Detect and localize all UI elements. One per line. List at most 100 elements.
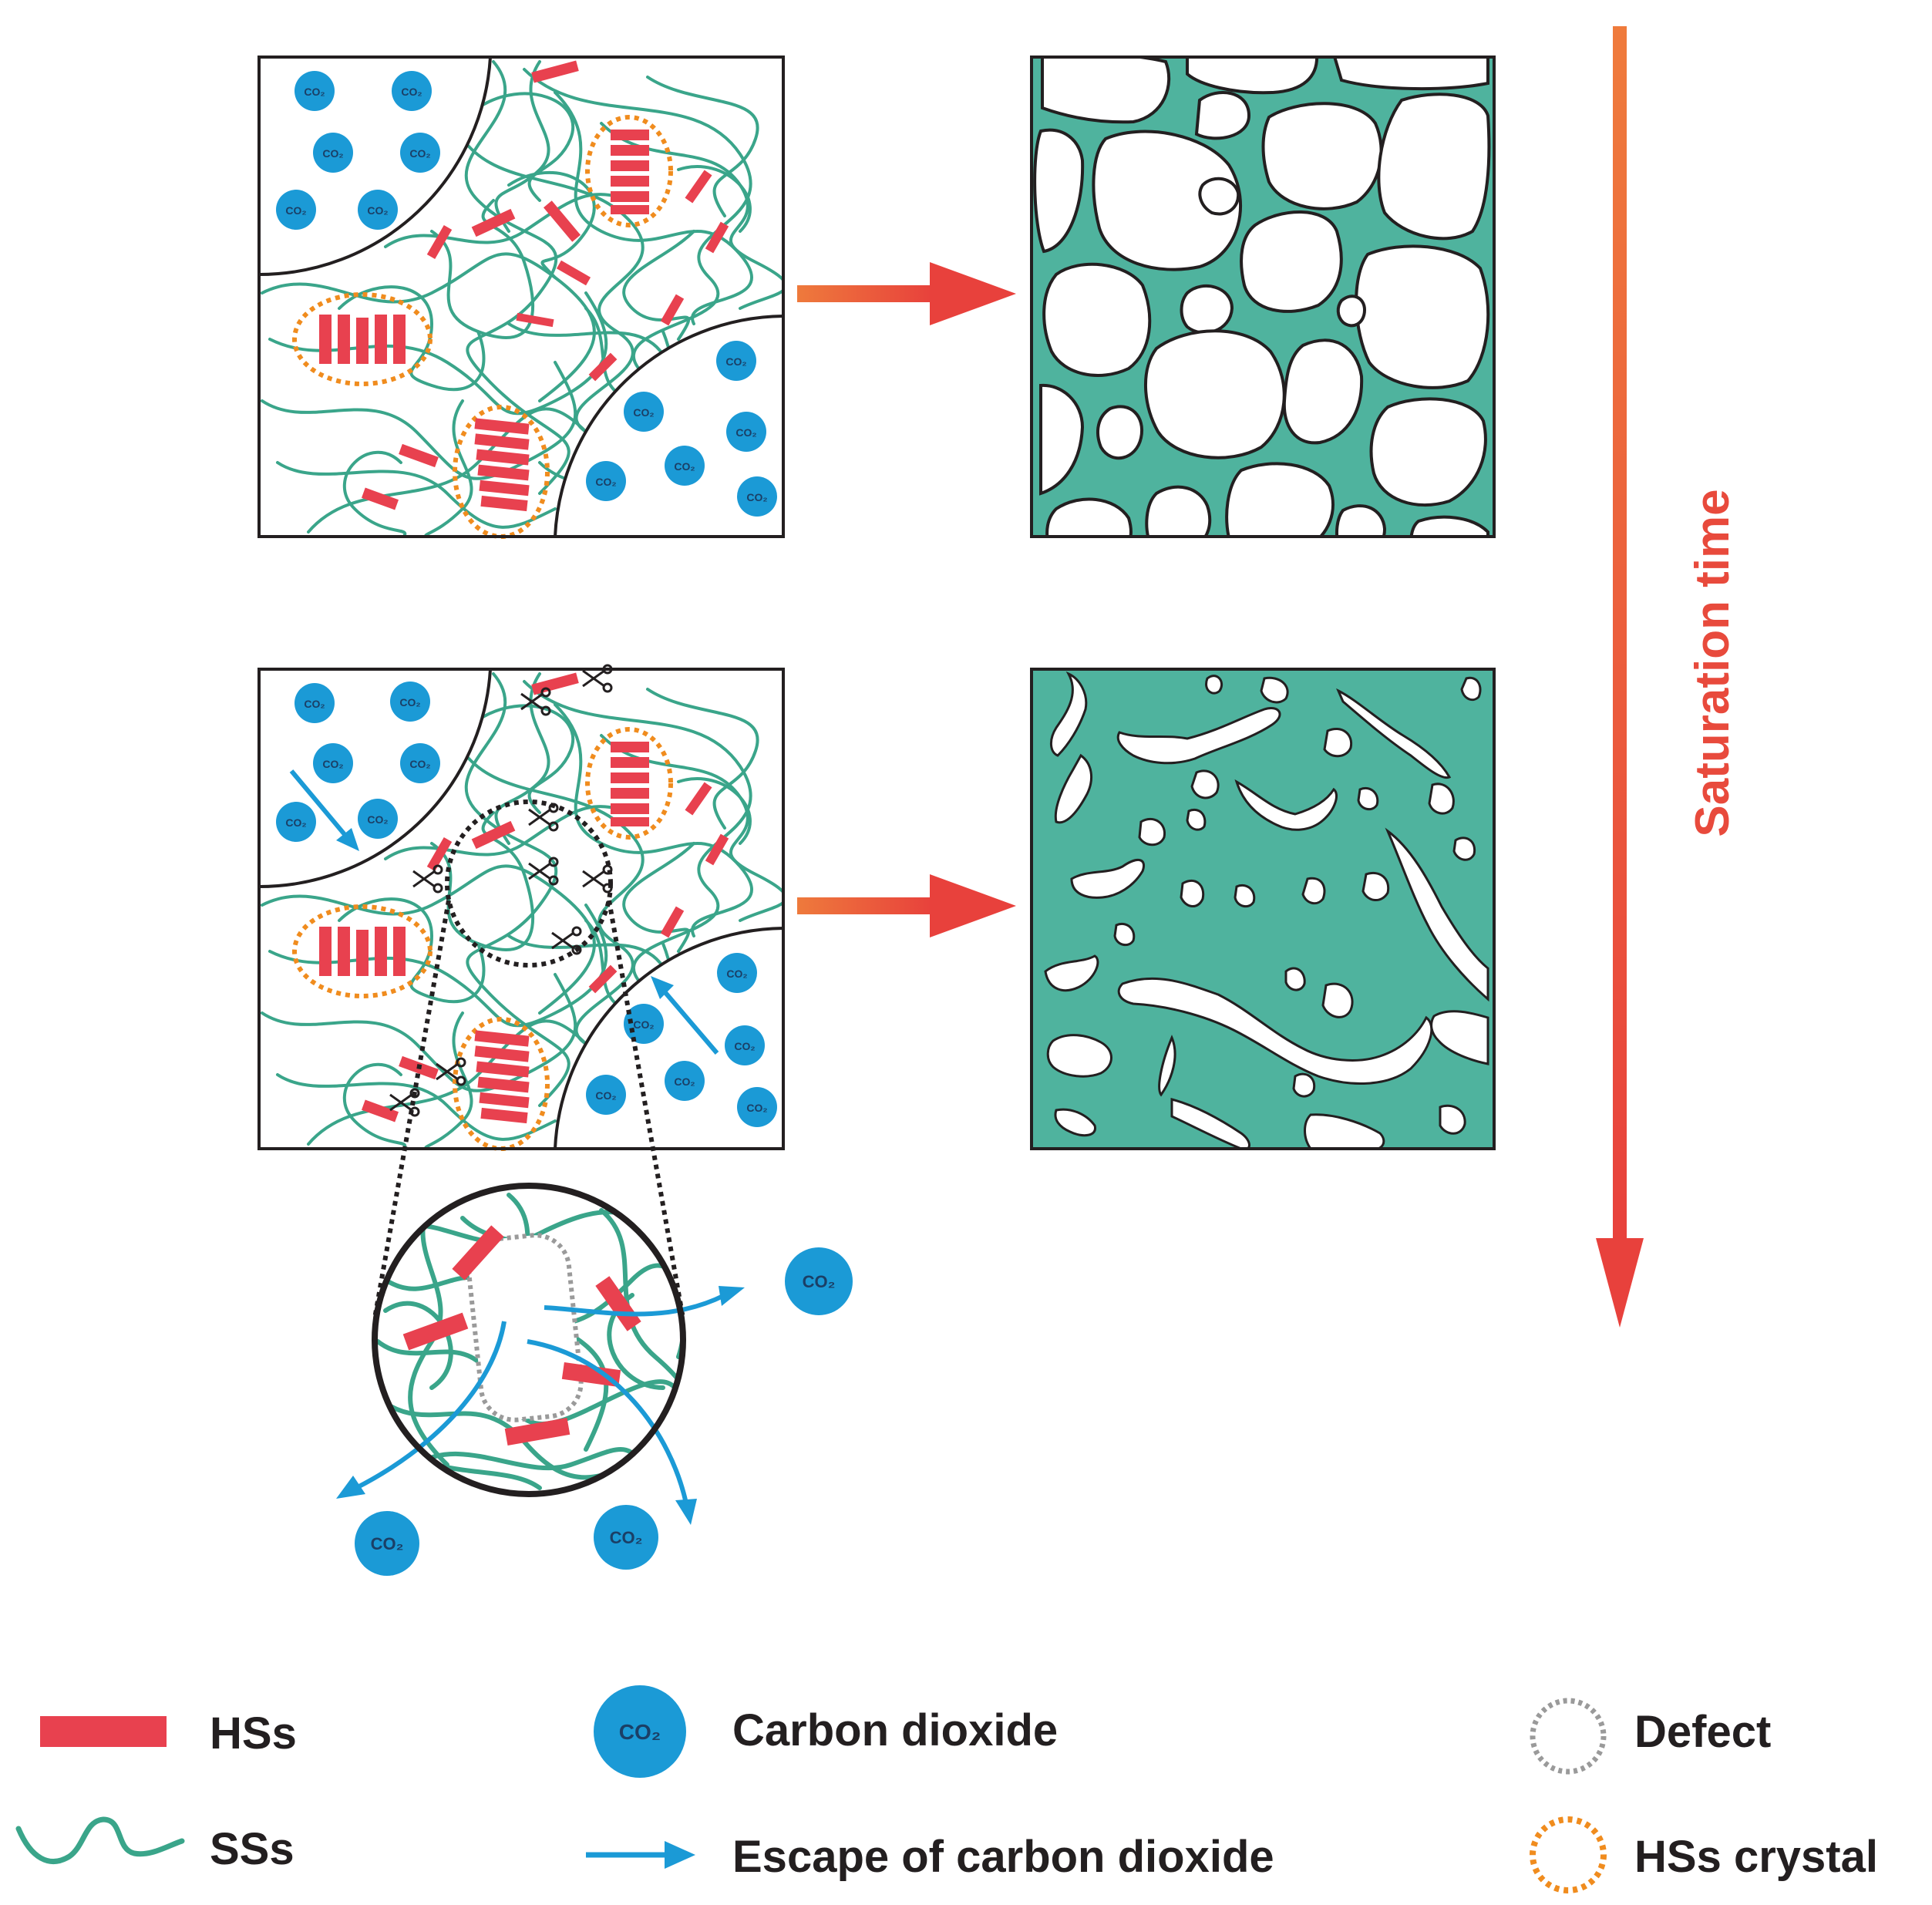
- co2-bubble: CO₂: [358, 799, 398, 839]
- co2-bubble: CO₂: [276, 802, 316, 842]
- co2-text: CO₂: [735, 426, 756, 439]
- co2-text: CO₂: [746, 1102, 767, 1114]
- co2-text: CO₂: [803, 1272, 836, 1291]
- process-arrow-foaming-1: [797, 262, 1016, 325]
- legend-item-sss: SSs: [15, 1816, 295, 1874]
- co2-bubble: CO₂: [358, 190, 398, 230]
- co2-text: CO₂: [633, 406, 654, 419]
- foam-structure-irregular-cells: [1030, 668, 1496, 1150]
- co2-text: CO₂: [674, 460, 695, 473]
- co2-bubble: CO₂: [313, 743, 353, 783]
- co2-escape-arrow: [336, 1321, 507, 1499]
- co2-bubble: CO₂: [624, 1004, 664, 1044]
- legend-item-defect: Defect: [1530, 1698, 1771, 1775]
- magnified-region-marker: [445, 799, 613, 968]
- magnified-view: [336, 1183, 745, 1525]
- co2-bubble: CO₂: [313, 133, 353, 173]
- co2-text: CO₂: [746, 491, 767, 503]
- co2-bubble-escaped: CO₂: [355, 1511, 419, 1576]
- co2-text: CO₂: [285, 816, 306, 829]
- co2-text: CO₂: [322, 758, 343, 770]
- legend-label-escape: Escape of carbon dioxide: [732, 1832, 1274, 1882]
- hs-crystal: [292, 292, 433, 386]
- co2-bubble: CO₂: [586, 461, 626, 501]
- legend-label-defect: Defect: [1634, 1707, 1771, 1757]
- co2-bubble: CO₂: [295, 683, 335, 723]
- microstructure-panel-long-saturation: CO₂ CO₂ CO₂ CO₂ CO₂ CO₂ CO₂ CO₂ CO₂ CO₂ …: [257, 664, 785, 1151]
- defect-swatch: [1530, 1698, 1607, 1775]
- co2-escape-arrow: [527, 1339, 697, 1525]
- co2-bubble: CO₂: [737, 476, 777, 517]
- co2-text: CO₂: [633, 1018, 654, 1031]
- co2-bubble: CO₂: [665, 1061, 705, 1101]
- hs-crystal: [292, 904, 433, 998]
- saturation-time-arrow: [1596, 26, 1644, 1328]
- co2-bubble: CO₂: [717, 953, 757, 993]
- legend-item-hss: HSs: [40, 1708, 297, 1759]
- co2-bubble: CO₂: [624, 392, 664, 432]
- co2-bubble: CO₂: [726, 412, 766, 452]
- co2-text: CO₂: [401, 86, 422, 98]
- co2-bubble-escaped: CO₂: [785, 1247, 853, 1315]
- legend-item-carbon-dioxide: CO₂ Carbon dioxide: [594, 1685, 1058, 1778]
- escape-arrowhead-icon: [665, 1841, 695, 1869]
- co2-escape-arrow: [544, 1286, 745, 1317]
- ss-swatch: [15, 1816, 185, 1864]
- co2-swatch: [594, 1685, 686, 1778]
- co2-diffusion-arrow: [651, 976, 719, 1055]
- co2-text: CO₂: [674, 1075, 695, 1088]
- legend-item-escape: Escape of carbon dioxide: [586, 1832, 1274, 1882]
- panel-frame: [257, 668, 785, 1150]
- co2-text: CO₂: [726, 968, 747, 980]
- panel-frame: [1030, 668, 1496, 1150]
- co2-text: CO₂: [371, 1534, 404, 1553]
- hard-segments: [402, 1225, 641, 1446]
- foam-voids: [1044, 671, 1489, 1149]
- co2-swatch-text: CO₂: [619, 1720, 661, 1744]
- gas-cell-top-left: [257, 668, 493, 889]
- microstructure-panel-short-saturation: CO₂ CO₂ CO₂ CO₂ CO₂ CO₂ CO₂ CO₂ CO₂ CO₂ …: [257, 56, 785, 539]
- legend-label-carbon-dioxide: Carbon dioxide: [732, 1705, 1058, 1755]
- legend-item-hs-crystal: HSs crystal: [1530, 1816, 1878, 1893]
- co2-bubble: CO₂: [276, 190, 316, 230]
- co2-text: CO₂: [399, 696, 420, 708]
- legend-label-hs-crystal: HSs crystal: [1634, 1832, 1878, 1882]
- co2-bubble: CO₂: [737, 1087, 777, 1127]
- panel-frame: [1030, 56, 1496, 538]
- crystal-swatch: [1530, 1816, 1607, 1893]
- legend-label-hss: HSs: [210, 1708, 297, 1759]
- process-arrow-foaming-2: [797, 874, 1016, 937]
- legend: HSs SSs CO₂ Carbon dioxide Escape of car…: [15, 1685, 1878, 1893]
- co2-text: CO₂: [595, 476, 616, 488]
- co2-bubble: CO₂: [665, 446, 705, 486]
- hs-crystal: [585, 727, 673, 840]
- panel-frame: [257, 56, 785, 538]
- legend-label-sss: SSs: [210, 1824, 295, 1874]
- co2-text: CO₂: [409, 147, 430, 160]
- co2-text: CO₂: [322, 147, 343, 160]
- co2-bubble: CO₂: [295, 71, 335, 111]
- co2-bubble-escaped: CO₂: [594, 1505, 658, 1570]
- gas-cell-top-left: [257, 56, 493, 277]
- foam-cells: [1033, 57, 1491, 537]
- hs-swatch: [40, 1716, 167, 1747]
- hard-segments-dispersed: [361, 672, 729, 1122]
- chain-scission-marks: [389, 664, 613, 1117]
- co2-text: CO₂: [304, 698, 325, 710]
- co2-text: CO₂: [595, 1089, 616, 1102]
- hs-crystal: [585, 115, 673, 227]
- soft-segment-network: [261, 672, 783, 1149]
- saturation-time-label: Saturation time: [1686, 489, 1739, 836]
- foam-structure-regular-cells: [1030, 56, 1496, 538]
- co2-text: CO₂: [304, 86, 325, 98]
- co2-text: CO₂: [409, 758, 430, 770]
- co2-text: CO₂: [734, 1040, 755, 1052]
- co2-text: CO₂: [285, 204, 306, 217]
- co2-text: CO₂: [367, 204, 388, 217]
- co2-bubble: CO₂: [725, 1025, 765, 1065]
- co2-bubble: CO₂: [400, 133, 440, 173]
- co2-bubble: CO₂: [392, 71, 432, 111]
- co2-bubble: CO₂: [390, 682, 430, 722]
- zoom-connector-lines: [372, 900, 685, 1319]
